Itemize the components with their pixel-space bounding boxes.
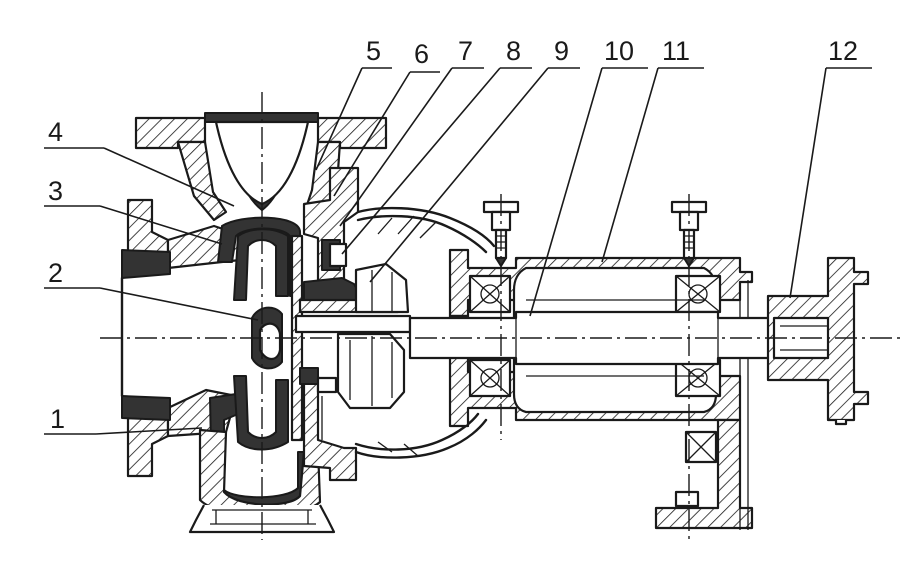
bearing-housing — [448, 200, 754, 530]
back-cover-lower — [302, 374, 358, 482]
callout-5: 5 — [315, 36, 392, 171]
callout-3: 3 — [44, 176, 223, 245]
callout-4: 4 — [44, 117, 235, 207]
callout-2: 2 — [44, 258, 259, 321]
callout-11: 11 — [601, 36, 704, 263]
support-bolt-lower — [674, 490, 700, 508]
label-1: 1 — [50, 404, 65, 434]
bracket-lower-outline — [354, 418, 488, 459]
seal-housing-top — [354, 262, 410, 314]
callout-9: 9 — [369, 36, 580, 283]
label-5: 5 — [366, 36, 381, 66]
suction-liner-top — [121, 249, 171, 279]
lower-seal-ring — [299, 367, 319, 385]
bracket-upper-outline — [356, 206, 496, 248]
shaft-sleeve — [294, 314, 412, 334]
label-7: 7 — [458, 36, 473, 66]
label-10: 10 — [604, 36, 634, 66]
back-cover-upper — [302, 166, 360, 302]
callout-10: 10 — [529, 36, 648, 317]
label-3: 3 — [48, 176, 63, 206]
callout-1: 1 — [44, 404, 203, 435]
label-2: 2 — [48, 258, 63, 288]
callout-8: 8 — [341, 36, 532, 255]
label-9: 9 — [554, 36, 569, 66]
lower-bolt — [316, 376, 338, 394]
impeller-nose — [258, 322, 282, 361]
seal-bolt-upper — [328, 242, 348, 268]
coupling — [766, 256, 870, 426]
discharge-neck-left — [176, 140, 228, 222]
label-12: 12 — [828, 36, 858, 66]
back-cover — [294, 166, 412, 482]
label-11: 11 — [662, 36, 690, 66]
suction-liner-bottom — [121, 395, 171, 421]
label-6: 6 — [414, 39, 429, 69]
callout-12: 12 — [789, 36, 872, 299]
label-4: 4 — [48, 117, 63, 147]
bearing-housing-top — [448, 248, 754, 318]
impeller — [233, 228, 304, 451]
label-8: 8 — [506, 36, 521, 66]
impeller-lower-shroud — [233, 375, 289, 451]
callout-6: 6 — [333, 39, 440, 197]
bracket — [354, 206, 496, 459]
seal-housing — [336, 332, 406, 410]
callout-7: 7 — [339, 36, 484, 227]
impeller-upper-shroud — [233, 228, 289, 301]
